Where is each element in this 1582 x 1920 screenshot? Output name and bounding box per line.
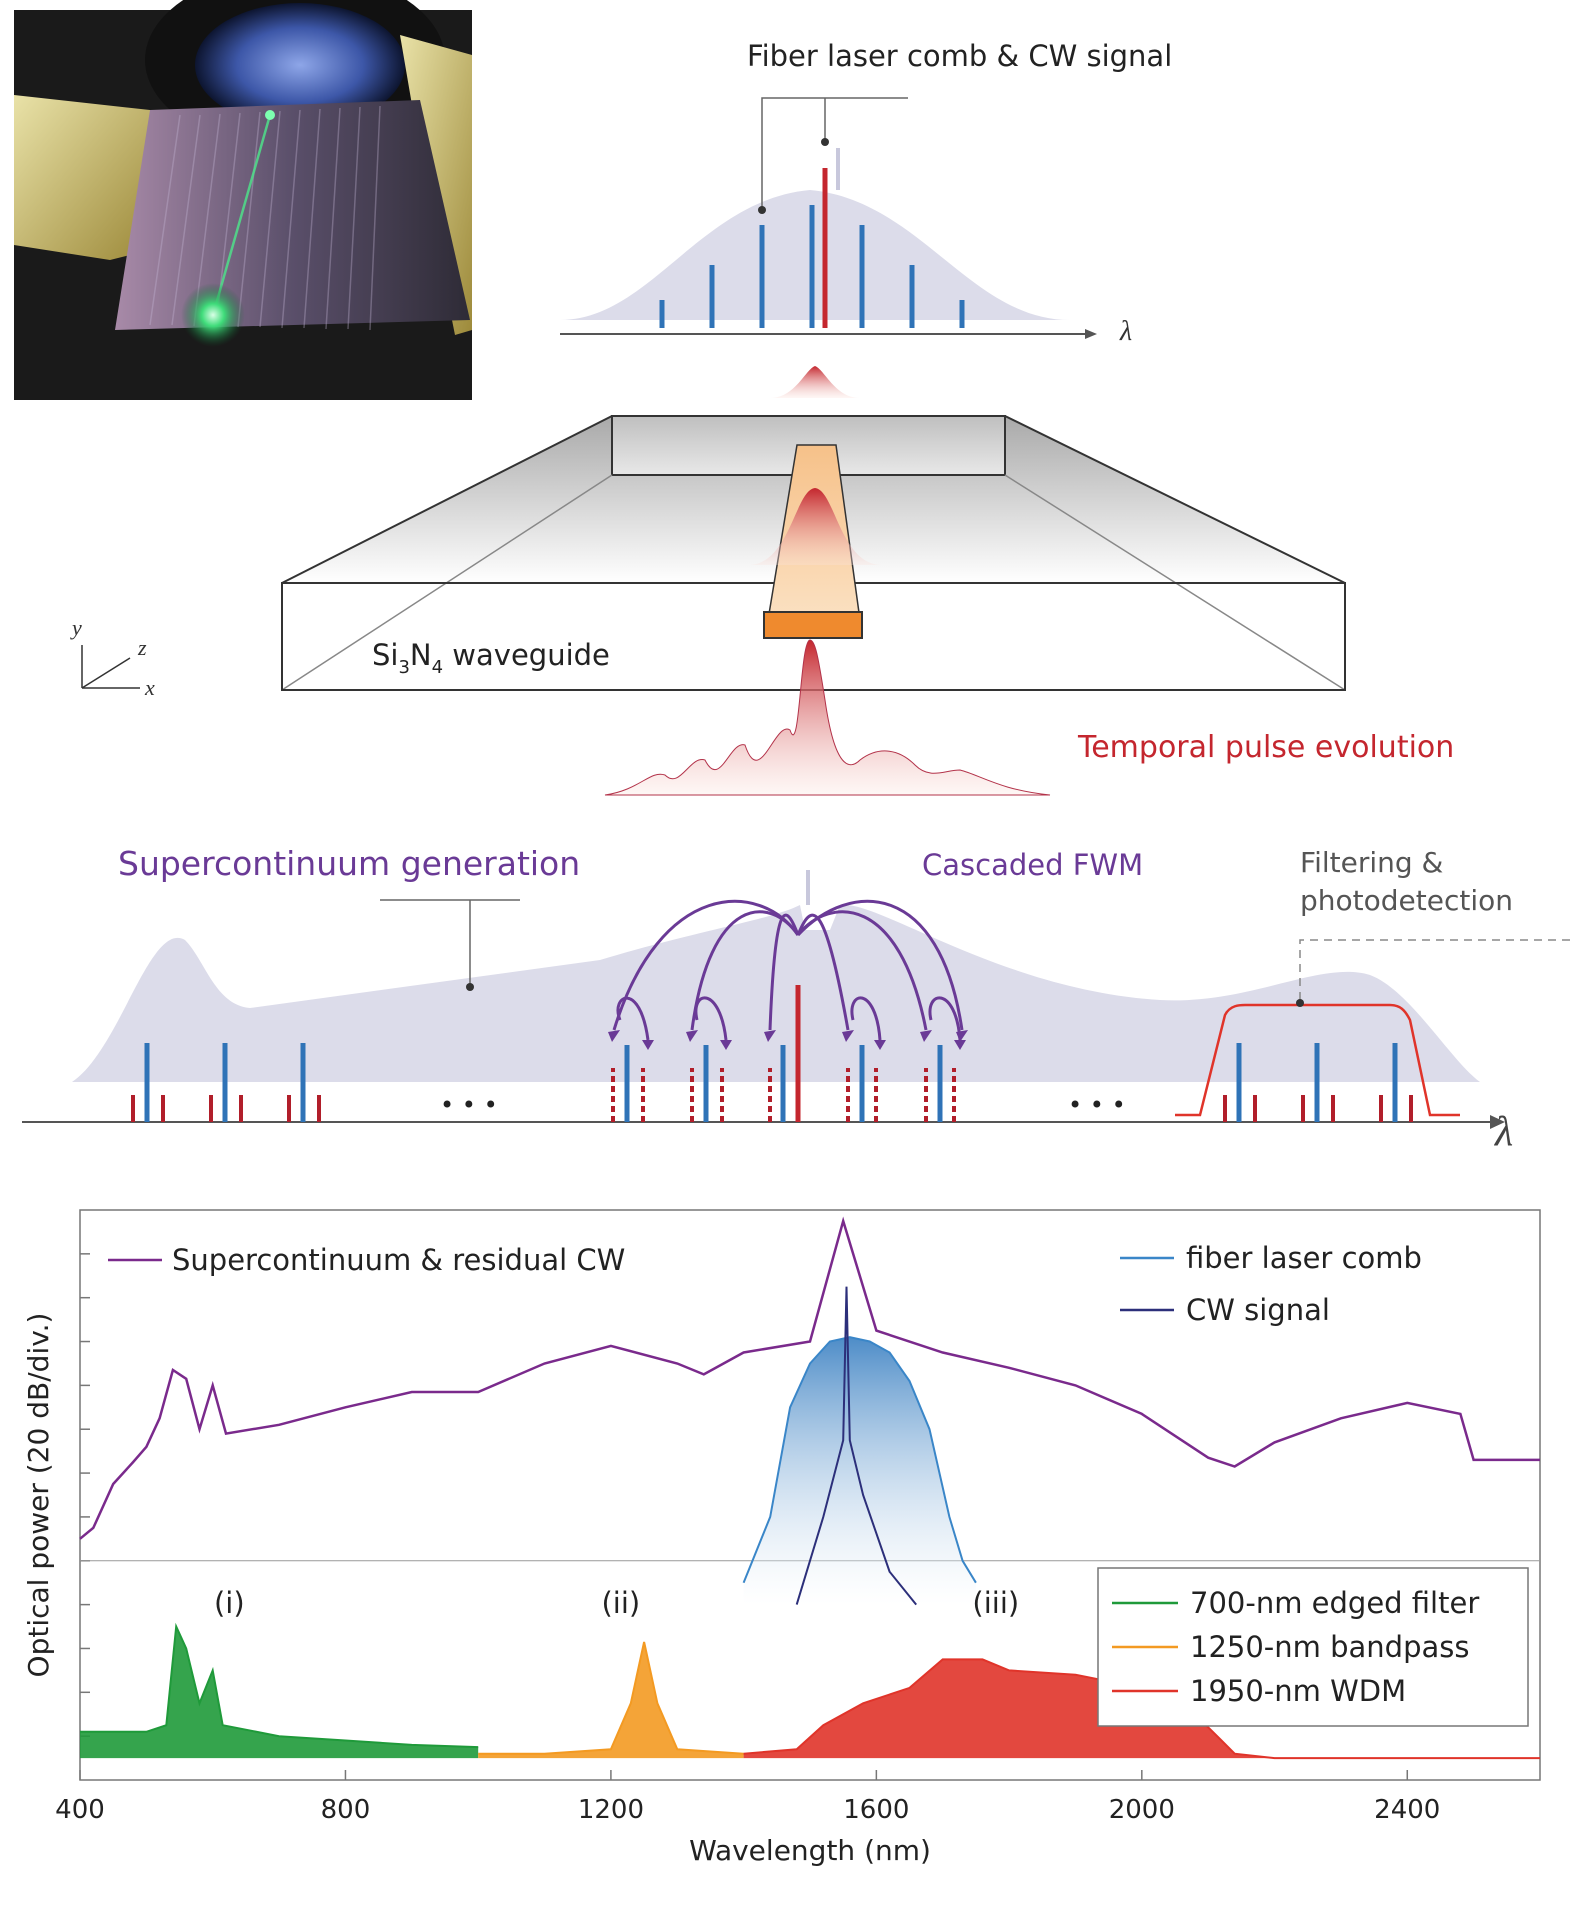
series-fiber-comb <box>742 1336 977 1584</box>
chip-photo <box>14 0 472 400</box>
x-tick-label: 800 <box>321 1795 371 1825</box>
series-cw-signal <box>795 1286 917 1606</box>
legend-label-supercontinuum: Supercontinuum & residual CW <box>172 1243 625 1277</box>
sc-schematic: λ <box>22 844 1570 1155</box>
legend-label-fiber-comb: fiber laser comb <box>1186 1241 1422 1275</box>
filter-label-1: Filtering & <box>1300 846 1443 879</box>
annotation-3: (iii) <box>972 1586 1019 1620</box>
fiber-label-leader <box>761 97 908 210</box>
series-bandpass-1250 <box>478 1641 744 1755</box>
ellipsis-right: • • • <box>1068 1091 1126 1119</box>
axis-y-label: y <box>70 615 82 640</box>
x-tick-label: 1200 <box>578 1795 644 1825</box>
series-fiber-comb-fill <box>743 1337 976 1605</box>
x-tick-label: 2400 <box>1374 1795 1440 1825</box>
y-axis-label: Optical power (20 dB/div.) <box>22 1313 55 1678</box>
lambda-label-top: λ <box>1119 316 1132 347</box>
legend-label-700: 700-nm edged filter <box>1190 1586 1479 1620</box>
x-tick-label: 1600 <box>843 1795 909 1825</box>
x-axis-label: Wavelength (nm) <box>689 1834 931 1867</box>
axis-z-label: z <box>137 635 147 660</box>
axes-triad <box>81 645 140 689</box>
axis-x-label: x <box>144 675 155 700</box>
temporal-pulse: Temporal pulse evolution <box>604 639 1454 796</box>
lambda-label-bottom: λ <box>1493 1109 1513 1155</box>
filter-shape <box>1175 1003 1460 1117</box>
x-tick-label: 2000 <box>1109 1795 1175 1825</box>
input-spectrum: λ Fiber laser comb & CW signal <box>560 39 1172 347</box>
plot-frame <box>79 1209 1541 1781</box>
annotation-2: (ii) <box>601 1586 640 1620</box>
ellipsis-left: • • • <box>440 1091 498 1119</box>
series-filter-700 <box>80 1622 479 1749</box>
series-filter-700-fill <box>80 1626 479 1759</box>
fwm-arrowheads <box>608 1030 968 1050</box>
legend-label-cw-signal: CW signal <box>1186 1293 1330 1327</box>
arrow-head-icon <box>1490 1115 1505 1129</box>
x-tick-label: 400 <box>55 1795 105 1825</box>
comb-lines-top <box>659 205 965 328</box>
waveguide-core <box>763 611 863 639</box>
series-wdm-1950 <box>743 1658 1540 1760</box>
waveguide-3d: Si3N4 waveguide <box>281 366 1346 691</box>
series-bandpass-1250-fill <box>478 1641 744 1759</box>
annotation-1: (i) <box>214 1586 245 1620</box>
arrow-head-icon <box>1085 329 1097 339</box>
series-supercontinuum <box>79 1216 1540 1540</box>
sc-label: Supercontinuum generation <box>118 844 580 883</box>
legend-label-1250: 1250-nm bandpass <box>1190 1630 1469 1664</box>
fwm-label: Cascaded FWM <box>922 848 1143 882</box>
fiber-label: Fiber laser comb & CW signal <box>747 39 1172 73</box>
temporal-label: Temporal pulse evolution <box>1077 730 1454 765</box>
filter-label-2: photodetection <box>1300 884 1513 917</box>
waveguide-label: Si3N4 waveguide <box>372 638 610 678</box>
legend-label-1950: 1950-nm WDM <box>1190 1674 1406 1708</box>
